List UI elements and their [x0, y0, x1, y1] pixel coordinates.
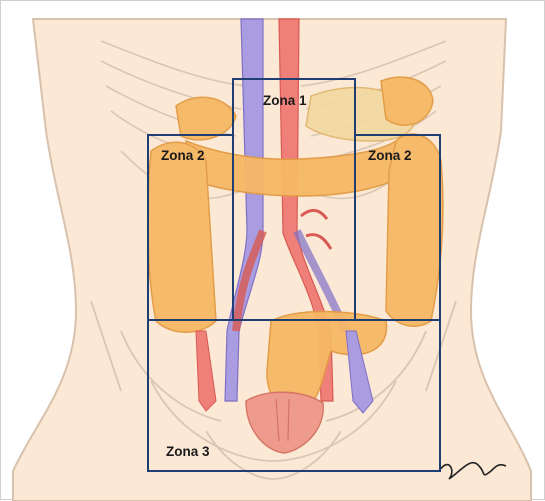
zona-1-label: Zona 1 — [263, 93, 307, 108]
zona-3-label: Zona 3 — [166, 444, 210, 459]
zona-2-right-label: Zona 2 — [368, 148, 412, 163]
zona-2-left-label: Zona 2 — [161, 148, 205, 163]
zona-1-box — [232, 78, 356, 321]
